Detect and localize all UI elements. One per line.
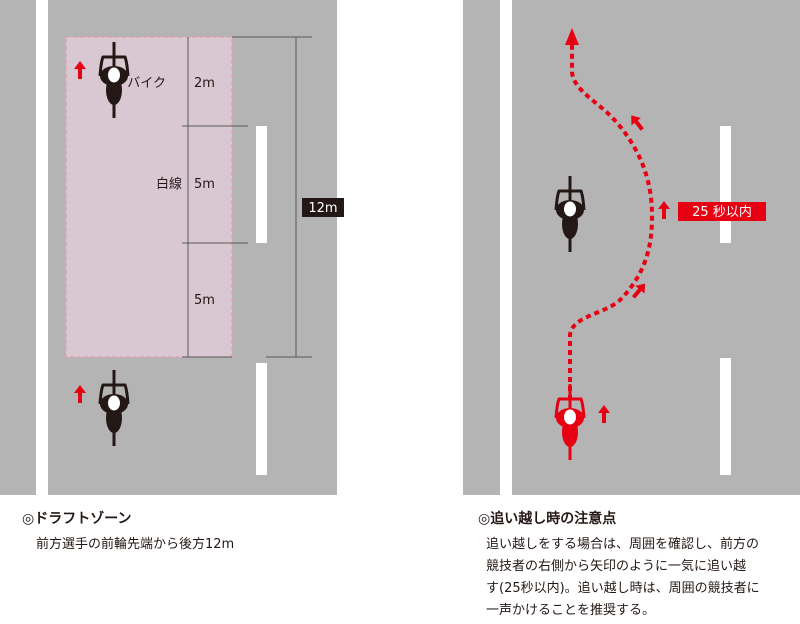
road-surface [463, 0, 800, 495]
white-line-length-label: 5m [194, 177, 215, 192]
center-lane-line-lower [720, 358, 731, 475]
draft-zone [65, 36, 233, 358]
right-road-panel: 25 秒以内 [463, 0, 800, 495]
draft-zone-caption-title: ◎ドラフトゾーン [22, 511, 132, 527]
center-lane-line-upper [256, 126, 267, 243]
overtake-caption-line: す(25秒以内)。追い越し時は、周囲の競技者に [486, 581, 760, 596]
segment-dimension-line [182, 37, 248, 358]
center-lane-line-upper [720, 126, 731, 243]
left-road-panel: バイク 2m 白線 5m 5m 12m [0, 0, 344, 495]
overtake-caption-line: 競技者の右側から矢印のように一気に追い越 [486, 559, 747, 574]
overtake-caption-body: 追い越しをする場合は、周囲を確認し、前方の 競技者の右側から矢印のように一気に追… [486, 534, 796, 622]
overtake-caption-line: 追い越しをする場合は、周囲を確認し、前方の [486, 537, 760, 552]
bike-length-label: 2m [194, 76, 215, 91]
draft-zone-caption-body: 前方選手の前輪先端から後方12m [36, 537, 235, 552]
white-line-label: 白線 [156, 176, 182, 192]
overtake-path [568, 40, 655, 400]
time-limit-label: 25 秒以内 [692, 204, 752, 220]
gap-length-label: 5m [194, 293, 215, 308]
road-edge-line [36, 0, 48, 495]
total-length-label: 12m [308, 201, 337, 216]
total-dimension-line [232, 36, 312, 358]
center-lane-line-lower [256, 363, 267, 475]
overtake-path-end-arrow-icon [565, 28, 579, 45]
bike-label: バイク [127, 76, 166, 91]
total-length-badge [302, 198, 344, 217]
time-limit-badge [678, 202, 766, 221]
overtake-caption-title: ◎追い越し時の注意点 [478, 511, 617, 527]
road-edge-line [500, 0, 512, 495]
overtake-caption-line: 一声かけることを推奨する。 [486, 603, 656, 618]
